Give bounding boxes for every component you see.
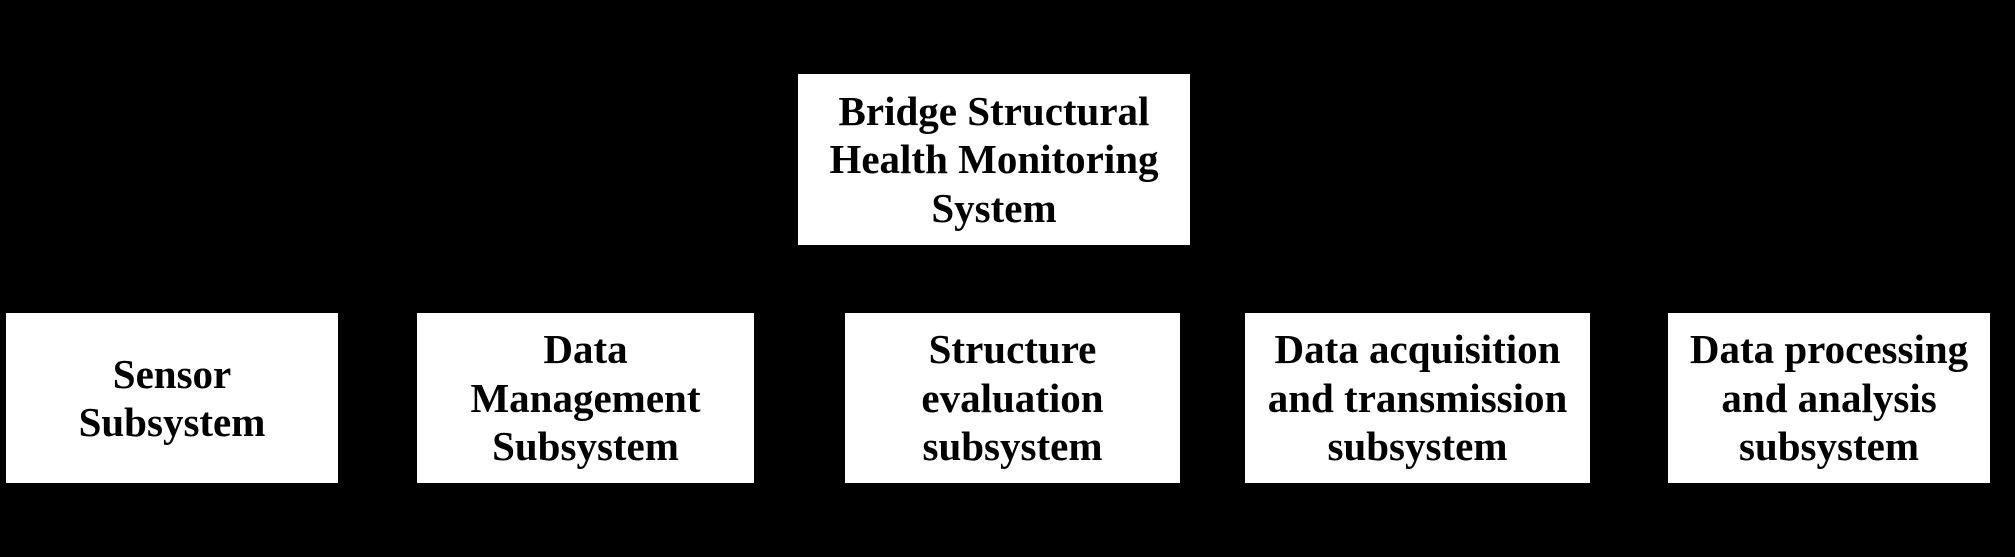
node-data-processing-and-analysis-subsystem-label: Data processing and analysis subsystem [1689,326,1969,470]
node-data-acquisition-and-transmission-subsystem[interactable]: Data acquisition and transmission subsys… [1245,313,1590,483]
node-root-label: Bridge Structural Health Monitoring Syst… [829,87,1159,231]
node-structure-evaluation-subsystem-label: Structure evaluation subsystem [921,326,1104,470]
node-data-management-subsystem-label: Data Management Subsystem [470,326,701,470]
node-sensor-subsystem[interactable]: Sensor Subsystem [6,313,338,483]
node-data-acquisition-and-transmission-subsystem-label: Data acquisition and transmission subsys… [1267,326,1568,470]
node-data-processing-and-analysis-subsystem[interactable]: Data processing and analysis subsystem [1668,313,1990,483]
node-data-management-subsystem[interactable]: Data Management Subsystem [417,313,754,483]
node-bridge-structural-health-monitoring-system[interactable]: Bridge Structural Health Monitoring Syst… [798,74,1190,245]
node-sensor-subsystem-label: Sensor Subsystem [78,350,266,445]
node-structure-evaluation-subsystem[interactable]: Structure evaluation subsystem [845,313,1180,483]
